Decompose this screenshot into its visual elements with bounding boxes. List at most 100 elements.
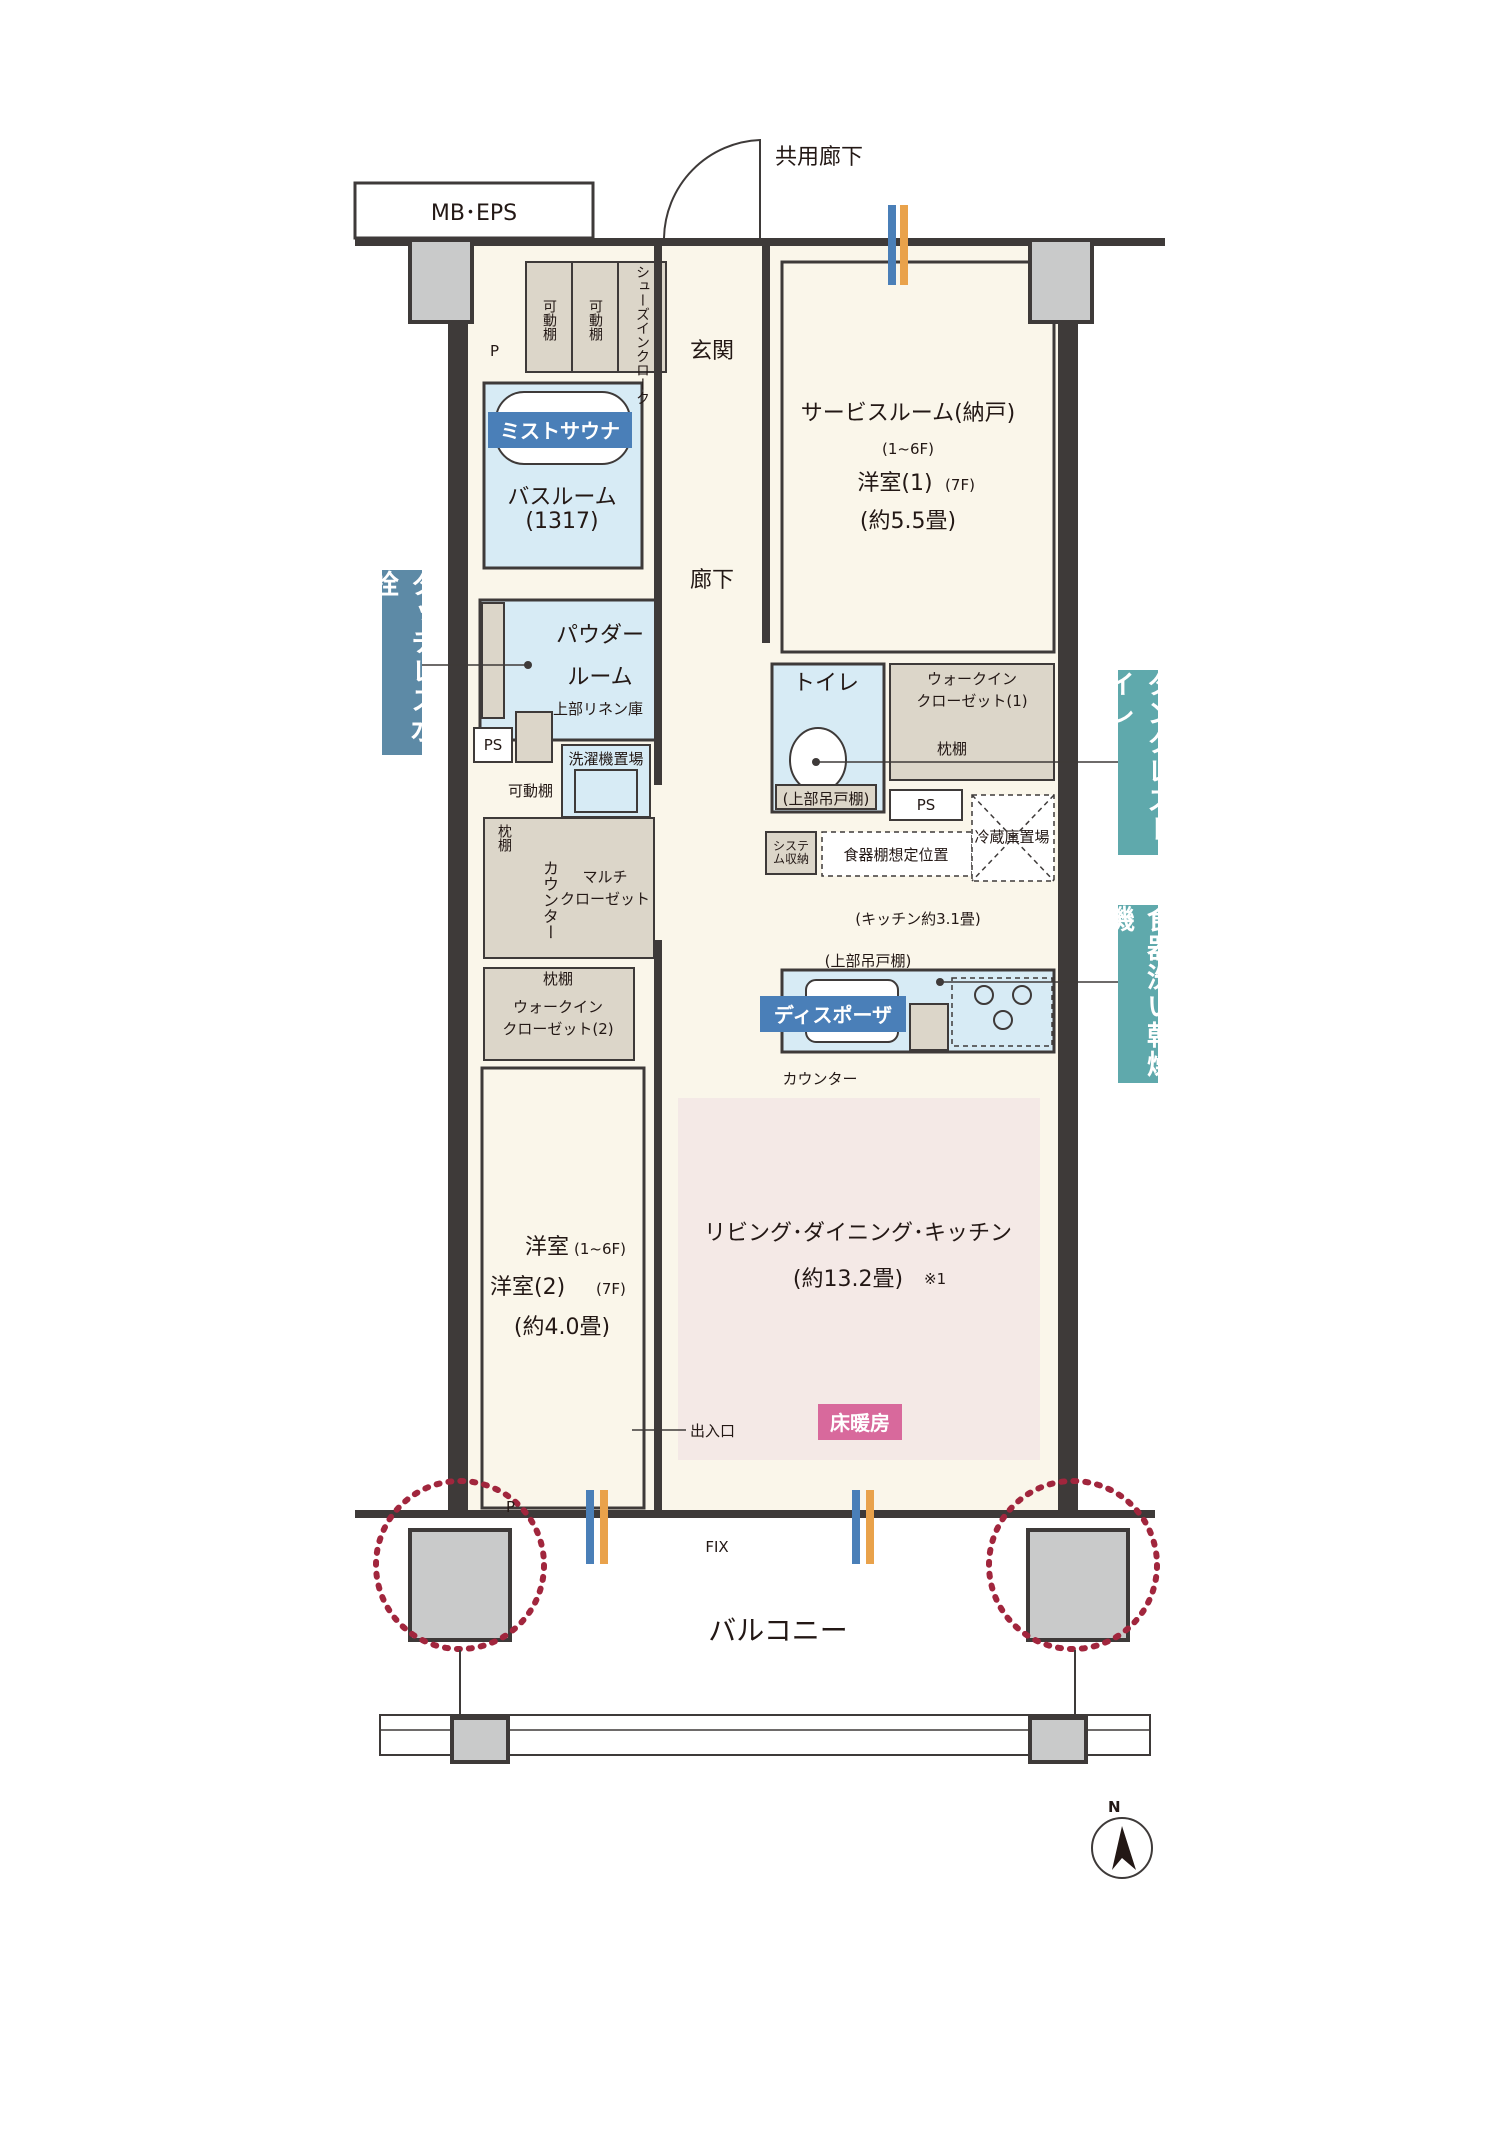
railing-post-left <box>450 1716 510 1764</box>
label-walkin2-b: クローゼット(2) <box>502 1020 613 1038</box>
label-ldk-note: ※1 <box>924 1270 946 1288</box>
callout-touchless-faucet: タッチレス水栓 <box>367 570 437 755</box>
pillar-bottom-right <box>1026 1528 1130 1642</box>
callout-dishwasher: 食器洗い乾燥機 <box>1103 905 1173 1083</box>
wall-bottom <box>355 1510 1155 1518</box>
label-multi-a: マルチ <box>582 868 627 886</box>
label-balcony: バルコニー <box>708 1614 847 1647</box>
multi-closet-area <box>483 817 655 959</box>
label-powder-2: ルーム <box>567 665 632 690</box>
leader-touchless-dot <box>524 661 532 669</box>
label-western2-floor1: (1~6F) <box>574 1240 626 1258</box>
label-walkin1-b: クローゼット(1) <box>916 692 1027 710</box>
floor-heating-badge <box>818 1404 902 1440</box>
label-western2-size: (約4.0畳) <box>514 1315 610 1340</box>
burner-3 <box>993 1010 1013 1030</box>
leader-tankless-dot <box>812 758 820 766</box>
shoe-shelf-1 <box>525 261 573 373</box>
label-bath-size: (1317) <box>525 509 598 534</box>
label-linen: 上部リネン庫 <box>553 700 643 718</box>
shoe-cloak-label: シューズインクローク <box>634 265 650 405</box>
leader-dishwasher-dot <box>936 978 944 986</box>
label-kadou-dana-multi: 可動棚 <box>508 782 553 800</box>
label-entrance-exit: 出入口 <box>690 1422 735 1440</box>
mist-sauna-badge <box>488 412 632 448</box>
washer-square <box>574 769 638 813</box>
label-upper-cabinet-kitchen: (上部吊戸棚) <box>825 952 912 970</box>
label-walkin1-a: ウォークイン <box>927 670 1017 688</box>
vent-bottom-blue-2 <box>852 1490 860 1564</box>
wall-left-outer <box>448 245 468 1515</box>
vent-bottom-orange-2 <box>866 1490 874 1564</box>
vent-bottom-orange-1 <box>600 1490 608 1564</box>
mb-eps-label: MB･EPS <box>431 201 517 226</box>
dotted-circle-left <box>373 1478 547 1652</box>
label-ldk-size: (約13.2畳) <box>793 1267 903 1292</box>
label-bathroom: バスルーム <box>507 485 616 510</box>
ps-left <box>473 727 513 763</box>
powder-area <box>478 598 658 742</box>
system-storage-label-box: システム収納 <box>766 832 816 874</box>
label-ps-left: PS <box>484 736 503 754</box>
label-counter: カウンター <box>782 1070 857 1088</box>
label-western2-floor2: (7F) <box>596 1280 626 1298</box>
counter-vertical-label-box: カウンター <box>534 850 564 950</box>
disposer-text: ディスポーザ <box>774 1003 892 1027</box>
shoe-shelf-2-label-box: 可動棚 <box>572 290 618 350</box>
label-p-top: P <box>490 342 499 360</box>
shoe-shelf-2 <box>571 261 619 373</box>
disposer-badge <box>760 996 906 1032</box>
wall-entrance-left <box>654 245 662 785</box>
makura-multi-label-box: 枕棚 <box>492 808 516 868</box>
label-dish-shelf: 食器棚想定位置 <box>843 846 948 864</box>
label-service-floor: (1~6F) <box>882 440 934 458</box>
wall-ldk-left <box>654 940 662 1510</box>
vent-top-blue <box>888 205 896 285</box>
label-washer: 洗濯機置場 <box>568 750 643 768</box>
western2-area <box>480 1066 646 1510</box>
label-makura-1: 枕棚 <box>937 740 967 758</box>
label-western2-line2: 洋室(2) <box>490 1275 565 1300</box>
label-fix: FIX <box>705 1538 728 1556</box>
service-room-area <box>780 260 1056 654</box>
label-powder-1: パウダー <box>556 623 644 648</box>
fridge-cross-1 <box>971 794 1055 882</box>
system-storage-label: システム収納 <box>772 839 809 866</box>
system-storage <box>765 831 817 875</box>
dotted-circle-right <box>986 1478 1160 1652</box>
shoe-cloak-label-box: シューズインクローク <box>618 264 666 405</box>
label-roka: 廊下 <box>690 568 734 593</box>
toilet-upper-cabinet <box>775 784 877 810</box>
burner-2 <box>1012 985 1032 1005</box>
label-fridge: 冷蔵庫置場 <box>974 828 1049 846</box>
label-walkin2-a: ウォークイン <box>513 998 603 1016</box>
washer-space <box>561 744 651 818</box>
label-genkan: 玄関 <box>690 339 734 364</box>
label-western2-line1: 洋室 <box>525 1235 569 1260</box>
linen-box <box>515 711 553 763</box>
label-upper-cabinet-toilet: (上部吊戸棚) <box>783 790 870 808</box>
burner-1 <box>974 985 994 1005</box>
dish-shelf-area <box>821 831 973 877</box>
counter-vertical-label: カウンター <box>540 860 559 940</box>
label-toilet: トイレ <box>793 671 859 696</box>
label-service-room: サービスルーム(納戸) <box>801 401 1016 426</box>
ps-right <box>889 789 963 821</box>
wall-top <box>355 238 1165 246</box>
pillar-top-left <box>408 238 474 324</box>
shoe-shelf-1-label-box: 可動棚 <box>526 290 572 350</box>
walkin1-area <box>889 663 1055 781</box>
ldk-floor-heating-area <box>678 1098 1040 1460</box>
label-multi-b: クローゼット <box>560 890 650 908</box>
north-arrow-icon <box>1112 1826 1136 1870</box>
dishwasher-box <box>909 1003 949 1051</box>
callout-tankless-toilet: タンクレストイレ <box>1103 670 1173 855</box>
vent-top-orange <box>900 205 908 285</box>
label-shared-corridor: 共用廊下 <box>775 145 863 170</box>
makura-multi-label: 枕棚 <box>496 824 512 852</box>
label-western1-floor: (7F) <box>945 476 975 494</box>
label-ps-right: PS <box>917 796 936 814</box>
label-kitchen-size: (キッチン約3.1畳) <box>855 910 981 928</box>
label-ldk: リビング･ダイニング･キッチン <box>704 1221 1012 1246</box>
